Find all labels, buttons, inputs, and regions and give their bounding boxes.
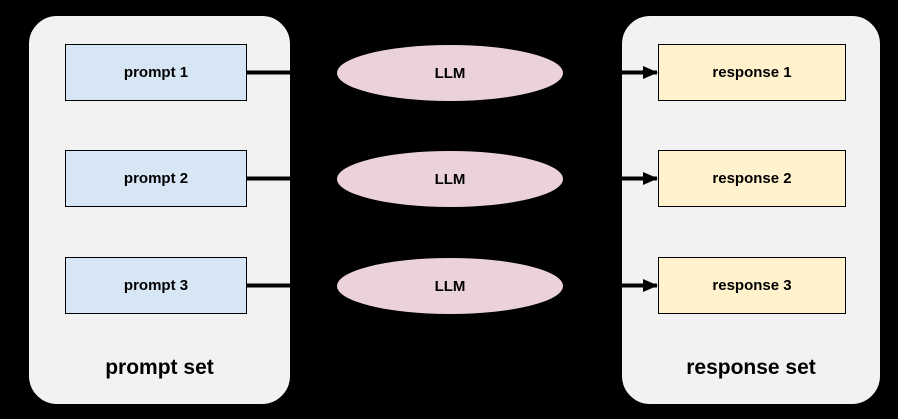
response-2-box: response 2 [658, 150, 846, 207]
prompt-3-label: prompt 3 [123, 277, 189, 294]
llm-node-2: LLM [336, 150, 564, 208]
response-2-label: response 2 [712, 170, 792, 187]
prompt-set-label: prompt set [105, 356, 214, 379]
llm-node-3: LLM [336, 257, 564, 315]
response-1-label: response 1 [712, 64, 792, 81]
prompt-1-label: prompt 1 [123, 64, 189, 81]
response-1-box: response 1 [658, 44, 846, 101]
llm-2-label: LLM [434, 170, 466, 188]
prompt-2-box: prompt 2 [65, 150, 247, 207]
prompt-1-box: prompt 1 [65, 44, 247, 101]
prompt-2-label: prompt 2 [123, 170, 189, 187]
llm-node-1: LLM [336, 44, 564, 102]
llm-3-label: LLM [434, 277, 466, 295]
llm-1-label: LLM [434, 64, 466, 82]
response-3-label: response 3 [712, 277, 792, 294]
prompt-3-box: prompt 3 [65, 257, 247, 314]
response-3-box: response 3 [658, 257, 846, 314]
response-set-label: response set [686, 356, 816, 379]
